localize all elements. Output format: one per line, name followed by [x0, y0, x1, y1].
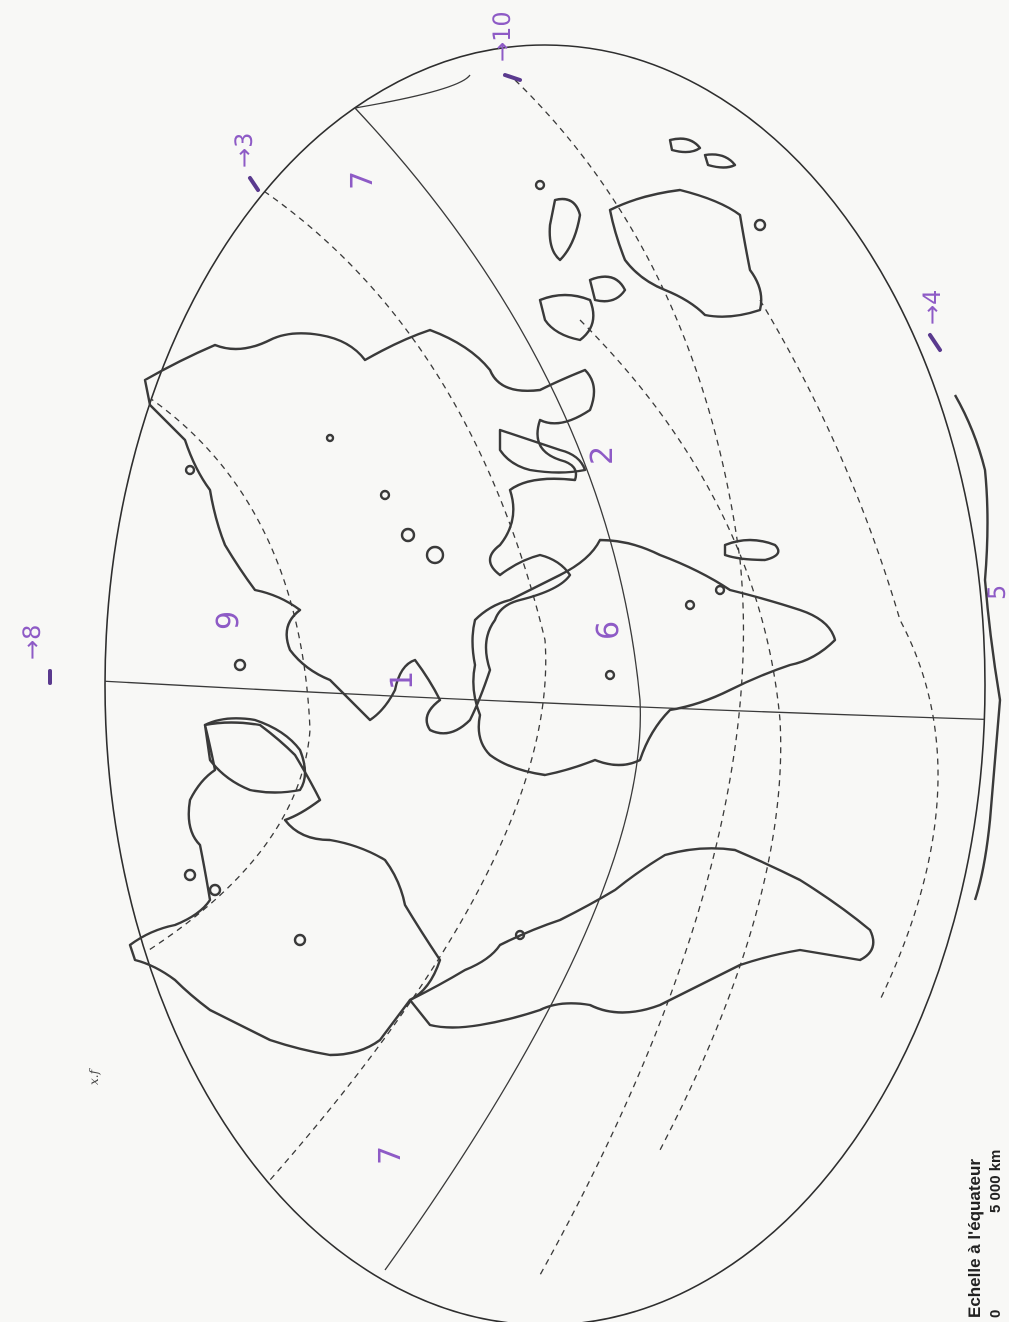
- arctic-circle-line: [354, 74, 471, 109]
- antarctica-edge: [953, 394, 1002, 901]
- continents: [128, 137, 1002, 1057]
- greenland: [203, 717, 307, 794]
- new-zealand: [668, 137, 737, 169]
- zone-label-7-top: 7: [345, 171, 380, 190]
- australia-landmass: [608, 188, 763, 318]
- zone-label-7-bottom: 7: [373, 1146, 408, 1165]
- tropic-cancer-line: [354, 107, 642, 1271]
- zone-label-6: 6: [591, 621, 626, 640]
- scale-bar: Echelle à l'équateur 0 5 000 km: [965, 1150, 1004, 1318]
- arrow-label-3: →3: [230, 133, 258, 168]
- scale-label: Echelle à l'équateur: [965, 1159, 984, 1318]
- scale-end: 5 000 km: [987, 1150, 1004, 1213]
- equator-dashed: [579, 319, 782, 1151]
- india-peninsula: [498, 428, 587, 474]
- zone-label-2: 2: [585, 446, 620, 465]
- tick-4: [928, 333, 942, 352]
- zone-label-1: 1: [385, 671, 420, 690]
- annotations: 7 9 1 2 6 5 7 →8 →3 →10 →4: [18, 11, 1009, 1165]
- north-america-landmass: [128, 721, 442, 1057]
- parallel-dashed-3: [124, 384, 311, 966]
- africa-landmass: [471, 538, 837, 777]
- arrow-label-4: →4: [918, 290, 946, 325]
- south-america-landmass: [408, 847, 875, 1029]
- tick-10: [503, 73, 522, 82]
- small-mark: 𝑥.𝑓: [87, 1067, 101, 1085]
- arrow-label-10: →10: [488, 11, 516, 62]
- eurasia-landmass: [143, 328, 596, 735]
- madagascar: [723, 538, 780, 562]
- southeast-asia-islands: [538, 197, 627, 342]
- tick-3: [248, 176, 260, 192]
- scale-start: 0: [987, 1310, 1004, 1318]
- zone-label-9: 9: [211, 611, 246, 630]
- parallel-dashed-4: [759, 299, 939, 1001]
- parallel-dashed-2: [514, 79, 745, 1276]
- parallel-dashed-1: [254, 184, 547, 1181]
- projection-outline: [104, 44, 986, 1322]
- prime-meridian: [105, 677, 985, 721]
- arrow-label-8: →8: [18, 625, 46, 660]
- zone-label-5: 5: [983, 585, 1009, 600]
